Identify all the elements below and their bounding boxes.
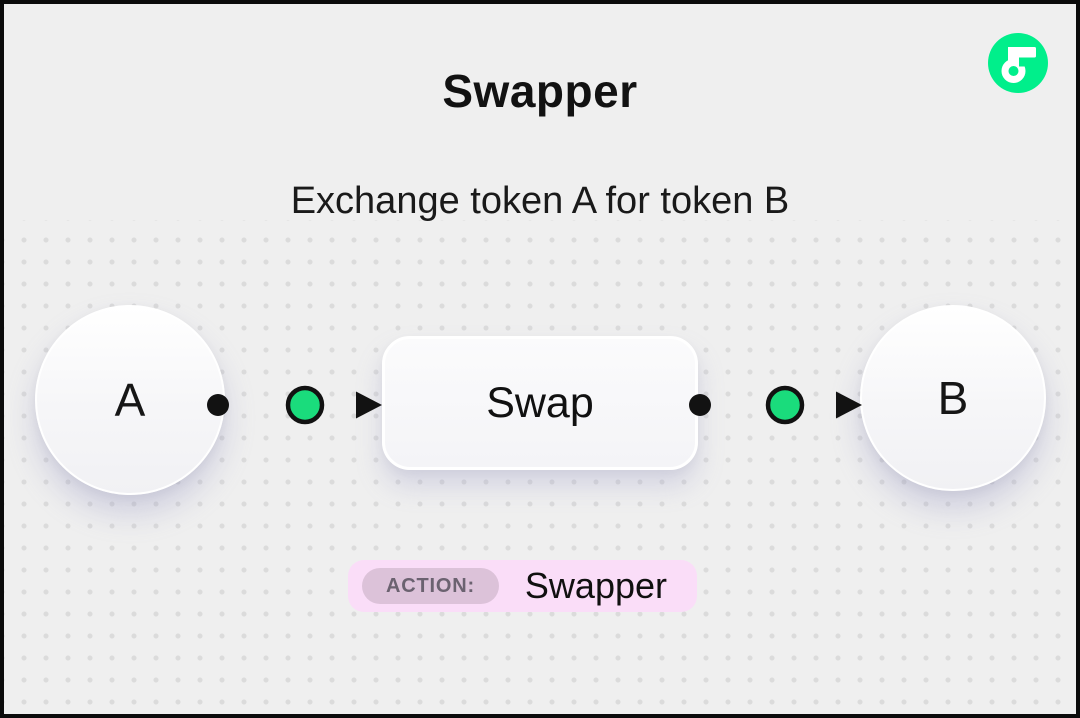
token-flow-dot <box>285 385 325 425</box>
action-badge: ACTION: Swapper <box>348 560 698 612</box>
port-dot <box>689 394 711 416</box>
arrowhead-icon <box>836 391 862 419</box>
node-token-a: A <box>35 305 225 495</box>
connector-a-to-swap <box>207 385 382 425</box>
action-value: Swapper <box>524 565 668 606</box>
action-label-pill: ACTION: <box>362 568 499 604</box>
arrowhead-icon <box>356 391 382 419</box>
connector-swap-to-b <box>689 385 862 425</box>
token-flow-dot <box>765 385 805 425</box>
page-subtitle: Exchange token A for token B <box>290 180 790 222</box>
node-swap-label: Swap <box>486 378 594 427</box>
page-title: Swapper <box>442 65 638 117</box>
node-token-b: B <box>860 305 1046 491</box>
flow-logo-icon <box>988 33 1048 93</box>
port-dot <box>207 394 229 416</box>
node-swap: Swap <box>382 336 698 470</box>
node-token-b-label: B <box>937 372 969 424</box>
node-token-a-label: A <box>114 374 146 426</box>
flow-logo-glyph <box>1001 47 1036 83</box>
